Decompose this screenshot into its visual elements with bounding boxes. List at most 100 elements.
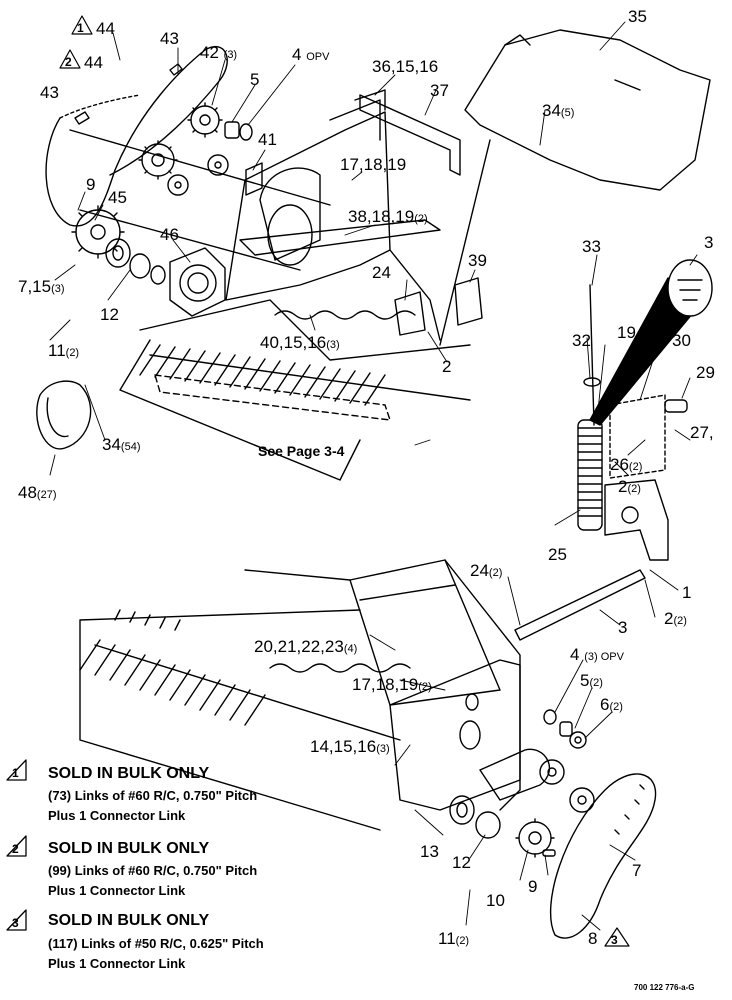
marker-2-text: 2 [65,55,72,69]
rod-33 [589,284,595,426]
marker-1-text: 1 [77,21,84,35]
note-1-marker: 1 [12,766,19,780]
spacer-5-lower [559,721,573,737]
tube-38 [239,219,441,256]
note-1-line1: (73) Links of #60 R/C, 0.750" Pitch [48,788,257,803]
label-see-page: See Page 3-4 [258,443,345,459]
sprocket-10 [515,818,555,858]
leader-lines [49,21,698,931]
sprocket-lower-mid [539,759,595,813]
label-37: 37 [430,81,449,100]
note-triangle-1 [6,759,27,781]
note-3-marker: 3 [12,916,19,930]
label-35: 35 [628,7,647,26]
label-41: 41 [258,130,277,149]
bracket-36 [354,89,386,111]
sprocket-6 [569,731,587,749]
drawing-reference: 700 122 776-a-G [634,983,695,992]
sprocket-upper-small [167,174,189,196]
label-2c: 2(2) [664,609,687,628]
upper-side-panel [225,99,391,301]
bracket-39 [454,277,483,326]
bearing-12-lower [475,811,501,839]
label-30: 30 [672,331,691,350]
upper-tine-bar [139,344,471,421]
label-3a: 3 [704,233,713,252]
label-24a: 24 [372,263,391,282]
label-34b: 34(54) [102,435,140,454]
bracket-24 [394,291,426,336]
bracket-41 [245,162,263,196]
label-11a: 11(2) [48,341,79,360]
label-2b: 2(2) [618,477,641,496]
marker-triangle-2 [59,49,81,69]
label-45: 45 [108,188,127,207]
note-3-title: SOLD IN BULK ONLY [48,912,210,929]
upper-chain-loop [45,45,228,227]
bearing-collar-11 [105,238,131,268]
label-1: 1 [682,583,691,602]
label-33: 33 [582,237,601,256]
label-2a: 2 [442,357,451,376]
note-triangle-2 [6,835,27,857]
washer-32 [583,377,601,387]
bracket-30 [604,394,669,561]
label-43a: 43 [160,29,179,48]
label-36: 36,15,16 [372,57,438,76]
lower-header-frame [79,569,381,831]
label-17a: 17,18,19 [340,155,406,174]
label-5b: 5(2) [580,671,603,690]
note-3-line2: Plus 1 Connector Link [48,956,186,971]
label-7a: 7,15(3) [18,277,65,296]
label-6: 6(2) [600,695,623,714]
note-2-marker: 2 [12,842,19,856]
label-19: 19 [617,323,636,342]
label-32: 32 [572,331,591,350]
lower-chain-loop-8 [549,773,657,939]
marker-3-text: 3 [611,933,618,947]
lever-rod-3 [514,569,646,641]
note-2-line2: Plus 1 Connector Link [48,883,186,898]
note-2-title: SOLD IN BULK ONLY [48,840,210,857]
label-44b: 44 [84,53,103,72]
note-2-line1: (99) Links of #60 R/C, 0.750" Pitch [48,863,257,878]
key-9 [542,849,556,857]
label-46: 46 [160,225,179,244]
label-11b: 11(2) [438,929,469,948]
label-26: 26(2) [610,455,642,474]
washer-4-lower [543,709,557,725]
label-25: 25 [548,545,567,564]
label-40: 40,15,16(3) [260,333,340,352]
label-12a: 12 [100,305,119,324]
label-20: 20,21,22,23(4) [254,637,357,656]
label-3b: 3 [618,618,627,637]
label-34a: 34(5) [542,101,574,120]
upper-frame-lines [389,139,491,346]
upper-header-frame [119,299,471,481]
label-8: 8 [588,929,597,948]
bearing-11-lower-inner [456,802,468,818]
label-10: 10 [486,891,505,910]
part-labels: 1 2 3 44 44 43 43 42 (3) 5 4 OPV 36,15,1… [18,7,715,948]
label-5a: 5 [250,70,259,89]
bulk-notes: 1 SOLD IN BULK ONLY (73) Links of #60 R/… [12,765,695,992]
label-27: 27, [690,423,714,442]
lower-side-panel [389,659,521,811]
lower-tube [479,748,551,801]
label-13: 13 [420,842,439,861]
washer-4 [239,123,253,141]
sprocket-42 [187,102,223,138]
marker-triangle-3 [604,927,630,947]
upper-stripper [274,310,416,320]
note-3-line1: (117) Links of #50 R/C, 0.625" Pitch [48,936,264,951]
bearing-12 [129,253,151,279]
washer-upper [150,265,166,285]
pin-29 [664,399,688,413]
label-24b: 24(2) [470,561,502,580]
belt-48 [36,380,92,450]
bearing-11-lower [449,795,475,825]
spacer-5 [224,121,240,139]
label-7b: 7 [632,861,641,880]
lower-tine-bar [79,609,401,741]
label-9b: 9 [528,877,537,896]
